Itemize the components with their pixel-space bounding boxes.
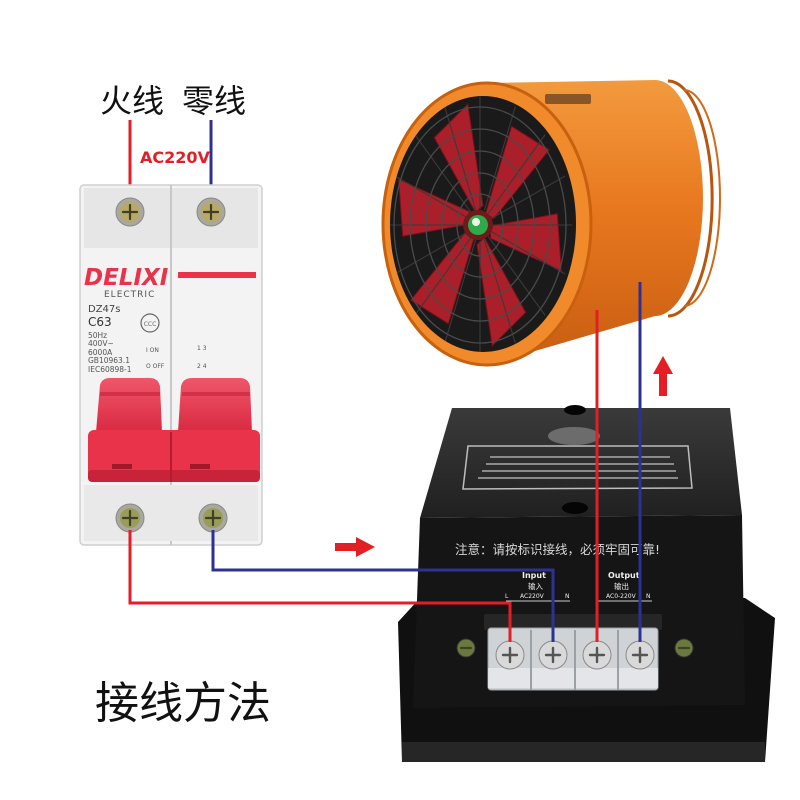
breaker-screw-top-left-icon [115,197,145,227]
fan-grill-ring [393,106,567,344]
breaker-screw-bottom-left-icon [115,503,145,533]
fan-hub-icon [463,210,493,240]
output-label-cn: 输出 [614,581,629,591]
voltage-label: AC220V [140,148,211,167]
output-voltage: AC0-220V [606,593,637,600]
fan-grill-spoke [444,239,477,344]
fan-grill-spokes [390,97,573,352]
fan-blade [489,213,562,272]
breaker-model: DZ47s [88,304,121,315]
fan-grill-spoke [483,239,516,344]
breaker-pole-bottom-number: 2 4 [197,363,207,370]
fan-rear-rim [667,79,714,318]
fan-grill-spoke [444,106,477,211]
breaker-on-label: I ON [146,347,159,354]
controller-front-knob [562,502,588,514]
controller-top-label [462,445,693,490]
breaker-off-label: O OFF [146,363,165,370]
page-title: 接线方法 [95,678,271,729]
breaker-screw-top-right-icon [196,197,226,227]
breaker-spec-iec: IEC60898-1 [88,365,132,374]
arrow-right-icon [335,537,375,557]
breaker-spec-freq: 50Hz [88,331,107,340]
circuit-breaker: DELIXI ELECTRIC DZ47s C63 CCC 50Hz 400V~… [79,184,263,546]
input-voltage: AC220V [520,593,545,600]
breaker-spec-volt: 400V~ [88,339,114,348]
input-label-cn: 输入 [528,581,543,591]
controller-top-knob [564,405,586,415]
input-l-terminal-label: L [505,593,509,600]
breaker-pole-top-number: 1 3 [197,345,207,352]
neutral-wire-label: 零线 [182,82,246,120]
ccc-cert-icon: CCC [140,313,160,333]
mount-screw-left-icon [456,638,476,658]
fan-grill-spoke [394,175,470,220]
ccc-cert-text: CCC [144,321,157,328]
fan-rear-ridge [683,89,721,307]
fan-grill-spoke [490,230,566,275]
input-label-en: Input [522,571,546,580]
fan-grill-spoke [487,235,546,316]
fan-grill-spoke [394,230,470,275]
mount-screw-right-icon [674,638,694,658]
fan-grill-ring [409,128,551,322]
arrow-up-icon [653,356,673,396]
breaker-spec-gb: GB10963.1 [88,356,130,365]
controller-notice: 注意：请按标识接线，必须牢固可靠! [455,542,660,557]
breaker-bottom-block [84,485,258,541]
terminal-screw-input-l-icon [495,640,525,670]
fan-grill-ring [456,193,504,257]
fan-grill-spoke [483,106,516,211]
live-wire-label: 火线 [100,82,164,120]
speed-controller: 注意：请按标识接线，必须牢固可靠! Input 输入 AC220V L N Ou… [398,405,775,762]
fan-grill-spoke [414,134,473,215]
output-label-en: Output [608,571,640,580]
fan-grill-spoke [487,134,546,215]
controller-base-edge [402,742,765,762]
breaker-screw-bottom-right-icon [198,503,228,533]
breaker-toggle-handle [88,378,260,482]
controller-sticker [548,427,600,445]
breaker-to-controller-neutral-wire [211,530,555,642]
terminal-screw-output-l-icon [582,640,612,670]
terminal-screw-input-n-icon [538,640,568,670]
fan-guard-grill [390,97,573,352]
breaker-rating: C63 [88,315,112,329]
terminal-block [484,614,662,691]
duct-fan [381,79,721,367]
breaker-brand: DELIXI [84,265,169,291]
fan-grill-spoke [490,175,566,220]
fan-grill-ring [441,172,519,278]
breaker-brand-sub: ELECTRIC [104,290,155,300]
controller-top-label-lines [478,456,678,479]
breaker-spec-break: 6000A [88,348,113,357]
fan-top-plate [545,94,591,104]
output-n-terminal-label: N [646,593,651,600]
input-n-terminal-label: N [565,593,570,600]
breaker-to-controller-live-wire [128,530,512,642]
terminal-screw-output-n-icon [625,640,655,670]
breaker-red-stripe [178,272,256,278]
fan-grill-spoke [414,235,473,316]
fan-grill-ring [425,150,535,300]
